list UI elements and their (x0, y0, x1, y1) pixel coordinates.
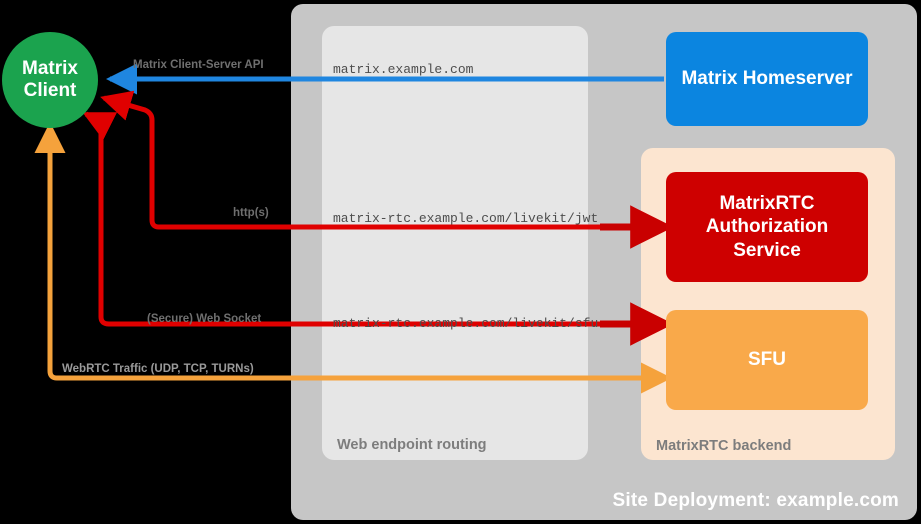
node-matrix-homeserver[interactable]: Matrix Homeserver (666, 32, 868, 126)
node-matrix-client[interactable]: Matrix Client (2, 32, 98, 128)
edge-label-matrix-client-server-api: Matrix Client-Server API (133, 59, 264, 71)
edge-secure-web-socket (82, 111, 663, 327)
edge-webrtc-traffic (34, 122, 663, 381)
node-sfu-label: SFU (748, 349, 786, 371)
node-authorization-line1: MatrixRTC (719, 193, 815, 215)
node-authorization-line3: Service (733, 239, 801, 261)
node-authorization-line2: Authorization (705, 216, 829, 238)
endpoint-livekit-sfu: matrix-rtc.example.com/livekit/sfu (333, 316, 599, 331)
endpoint-matrix-example-com: matrix.example.com (333, 62, 474, 77)
matrixrtc-backend-label: MatrixRTC backend (656, 438, 792, 454)
node-sfu[interactable]: SFU (666, 310, 868, 410)
web-endpoint-routing-label: Web endpoint routing (337, 437, 487, 453)
node-matrix-client-line2: Client (23, 80, 77, 101)
node-matrix-homeserver-label: Matrix Homeserver (681, 68, 853, 90)
node-matrix-client-line1: Matrix (22, 57, 78, 79)
edge-https-jwt (100, 90, 663, 230)
node-matrixrtc-authorization-service[interactable]: MatrixRTC Authorization Service (666, 172, 868, 282)
endpoint-livekit-jwt: matrix-rtc.example.com/livekit/jwt (333, 211, 599, 226)
edge-label-https: http(s) (233, 207, 269, 219)
edge-label-webrtc-traffic: WebRTC Traffic (UDP, TCP, TURNs) (62, 363, 254, 375)
edge-label-secure-web-socket: (Secure) Web Socket (147, 313, 262, 325)
site-deployment-title: Site Deployment: example.com (612, 490, 899, 511)
web-endpoint-routing-container (322, 26, 588, 460)
